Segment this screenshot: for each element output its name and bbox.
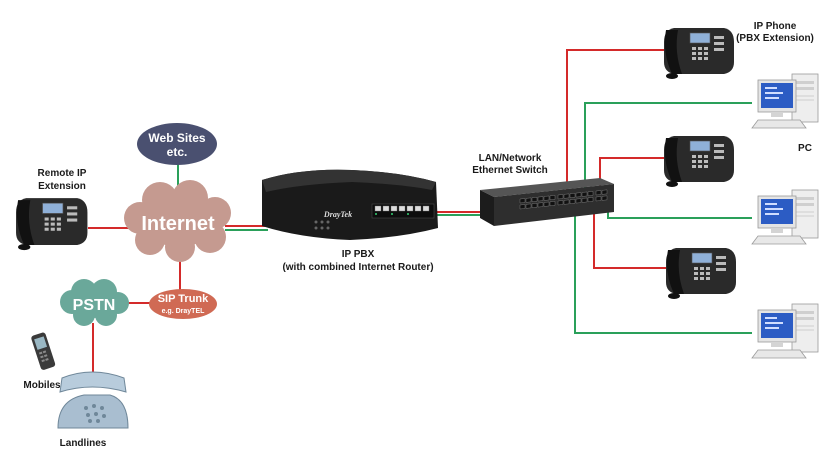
web-sites-node: Web Sites etc.	[137, 123, 217, 165]
sip-trunk-label-line1: SIP Trunk	[158, 293, 209, 305]
ip-phone-label-line1: IP Phone	[754, 21, 797, 32]
switch-to-pc-3-link	[574, 212, 752, 334]
ip-phone-icon	[663, 27, 735, 80]
ip-phone-label-line2: (PBX Extension)	[736, 33, 814, 44]
ip-phone-icon	[15, 197, 88, 251]
switch-to-phone-3-link	[593, 212, 673, 269]
web-sites-label-line1: Web Sites	[148, 131, 205, 145]
switch-to-pc-2-link	[607, 205, 752, 219]
web-sites-bubble	[137, 123, 217, 165]
sip-trunk-label-line2: e.g. DrayTEL	[162, 308, 206, 315]
mobile-phone-icon	[31, 332, 56, 370]
landline-phone-icon	[57, 371, 129, 429]
pstn-cloud: PSTN	[60, 279, 129, 326]
pc-label: PC	[798, 143, 812, 154]
sip-trunk-node: SIP Trunk e.g. DrayTEL	[149, 289, 217, 319]
switch-to-phone-1-link	[566, 49, 670, 195]
router-icon: DrayTek	[262, 169, 438, 240]
web-sites-label-line2: etc.	[167, 145, 188, 159]
switch-to-pc-1-link	[584, 102, 752, 195]
ip-pbx-label-line1: IP PBX	[342, 249, 375, 260]
pc-icon	[751, 73, 819, 129]
pstn-label: PSTN	[73, 297, 116, 314]
mobiles-label: Mobiles	[23, 380, 61, 391]
switch-icon	[480, 178, 614, 226]
switch-label-line1: LAN/Network	[479, 153, 542, 164]
switch-label-line2: Ethernet Switch	[472, 165, 548, 176]
internet-cloud: Internet	[124, 180, 231, 262]
router-brand-label: DrayTek	[323, 210, 352, 219]
internet-label: Internet	[141, 213, 215, 235]
ip-pbx-label-line2: (with combined Internet Router)	[282, 262, 433, 273]
pc-icon	[751, 303, 819, 359]
sip-trunk-bubble	[149, 289, 217, 319]
ip-phone-icon	[665, 247, 737, 300]
remote-ip-label-line1: Remote IP	[38, 168, 87, 179]
pc-icon	[751, 189, 819, 245]
remote-ip-extension: Remote IP Extension	[15, 168, 88, 251]
landlines-label: Landlines	[60, 438, 107, 449]
remote-ip-label-line2: Extension	[38, 181, 86, 192]
ip-phone-icon	[663, 135, 735, 188]
